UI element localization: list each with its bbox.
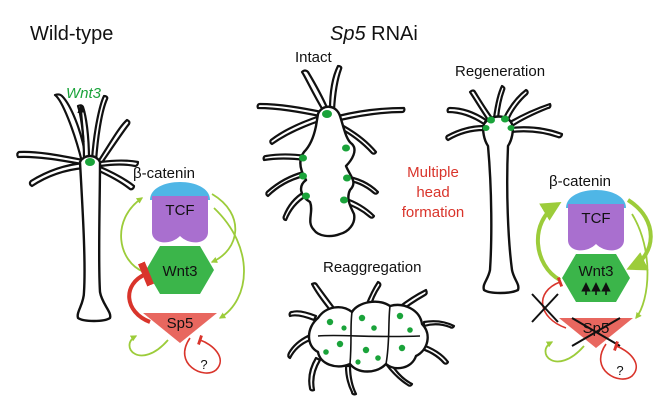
phenotype-line-2: head (416, 184, 449, 201)
wnt3-hexagon (146, 246, 214, 294)
regenerating-hydra (445, 84, 564, 295)
wnt3-label: Wnt3 (162, 263, 197, 280)
phenotype-text: Multiple head formation (402, 164, 465, 221)
rnai-bcat-to-wnt3-arrow (626, 198, 653, 271)
tcf-shape (152, 196, 208, 243)
sp5-knockdown-cross (571, 317, 621, 347)
rnai-sp5-self-activation-loop (544, 341, 585, 363)
rnai-beta-catenin-cap (566, 190, 626, 208)
rnai-sp5-label: Sp5 (583, 320, 610, 337)
rnai-sp5-represses-wnt3 (541, 277, 567, 329)
rnai-title: Sp5 RNAi (330, 23, 418, 45)
beta-catenin-cap (150, 182, 210, 200)
rnai-wnt3-to-bcat-arrow (535, 201, 562, 282)
phenotype-line-1: Multiple (407, 164, 459, 181)
reaggregate (287, 280, 456, 396)
sp5-triangle (143, 313, 217, 343)
rnai-bcat-to-sp5-arrow (631, 213, 649, 320)
rnai-beta-catenin-label: β-catenin (549, 173, 611, 190)
rnai-wnt3-hexagon (562, 254, 630, 302)
regeneration-label: Regeneration (455, 63, 545, 80)
sp5-label: Sp5 (167, 315, 194, 332)
intact-hydra (256, 64, 406, 238)
wild-type-pathway: β-catenin TCF Wnt3 Sp5 ? (120, 165, 245, 374)
sp5-represses-wnt3 (127, 261, 154, 324)
unknown-label: ? (200, 357, 207, 372)
intact-label: Intact (295, 49, 333, 66)
phenotype-line-3: formation (402, 204, 465, 221)
wild-type-hydra (16, 93, 140, 323)
rnai-pathway: β-catenin TCF Wnt3 Sp5 ? (531, 173, 653, 380)
reaggregation-label: Reaggregation (323, 259, 421, 276)
wnt3-expression-arrow (77, 104, 86, 143)
rnai-unknown-repression-loop (599, 340, 638, 380)
wild-type-title: Wild-type (30, 23, 113, 45)
tcf-label: TCF (165, 202, 194, 219)
wnt3-to-bcat-arrow (120, 197, 145, 273)
repression-blocked-cross (531, 293, 559, 323)
wnt3-gene-label: Wnt3 (66, 85, 102, 102)
rnai-tcf-label: TCF (581, 210, 610, 227)
beta-catenin-label: β-catenin (133, 165, 195, 182)
rnai-wnt3-label: Wnt3 (578, 263, 613, 280)
bcat-to-sp5-arrow (213, 207, 245, 319)
upregulation-arrows (581, 282, 611, 295)
bcat-to-wnt3-arrow (210, 193, 237, 263)
rnai-unknown-label: ? (616, 363, 623, 378)
rnai-title-gene: Sp5 (330, 23, 366, 45)
organizer-dot (85, 158, 95, 166)
sp5-self-activation-loop (128, 335, 169, 357)
rnai-title-rest: RNAi (366, 23, 418, 45)
rnai-tcf-shape (568, 204, 624, 251)
unknown-repression-loop (183, 334, 222, 374)
